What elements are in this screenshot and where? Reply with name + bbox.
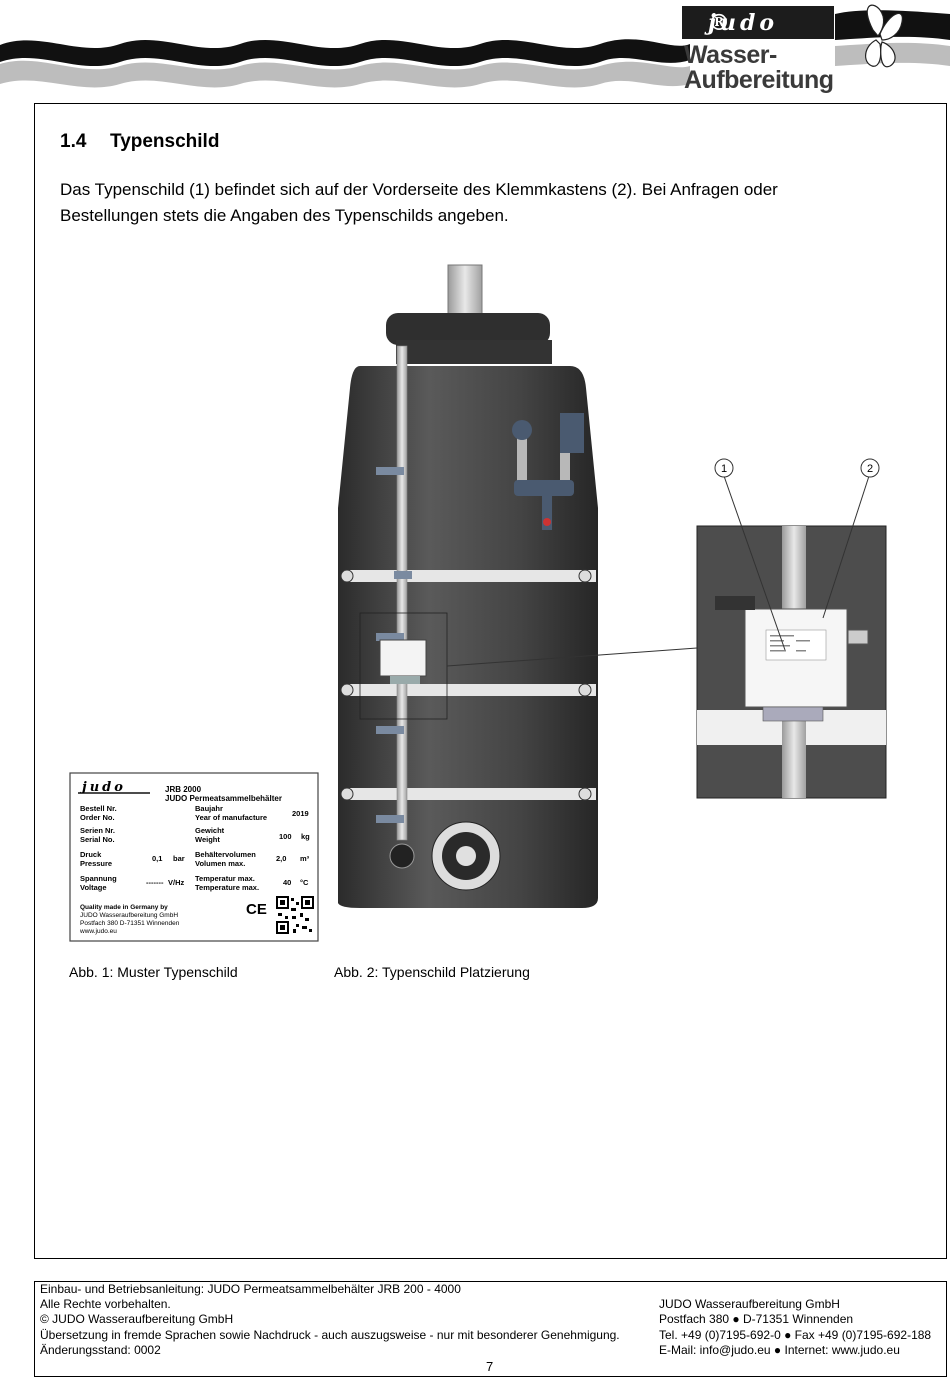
plate-model: JRB 2000: [165, 785, 202, 794]
plate-r1-unit: kg: [301, 832, 310, 841]
tank-drawing: [338, 264, 598, 908]
intro-paragraph: Das Typenschild (1) befindet sich auf de…: [60, 180, 778, 225]
plate-origin-2: JUDO Wasseraufbereitung GmbH: [80, 912, 178, 919]
header-wave-decoration: [0, 4, 950, 88]
footer-right-line-3: Tel. +49 (0)7195-692-0 ● Fax +49 (0)7195…: [659, 1328, 932, 1342]
footer-right-line-2: Postfach 380 ● D-71351 Winnenden: [659, 1312, 854, 1326]
figure-illustration: 1 2 judo JRB 2000 JUDO Permeatsammelbehä…: [69, 264, 887, 942]
footer-left-line-4: Übersetzung in fremde Sprachen sowie Nac…: [40, 1328, 620, 1342]
plate-r2-unit: m³: [300, 854, 310, 863]
footer-left-line-2: Alle Rechte vorbehalten.: [40, 1297, 171, 1311]
caption-figure-2: Abb. 2: Typenschild Platzierung: [334, 964, 530, 980]
footer-left-line-1: Einbau- und Betriebsanleitung: JUDO Perm…: [40, 1282, 461, 1296]
section-title: Typenschild: [110, 131, 220, 152]
brand-line-2: Aufbereitung: [684, 66, 834, 94]
plate-r1-label-en: Serial No.: [80, 835, 115, 844]
plate-origin-3: Postfach 380 D-71351 Winnenden: [80, 920, 180, 927]
plate-origin-1: Quality made in Germany by: [80, 904, 168, 911]
plate-r0-value: 2019: [292, 809, 309, 818]
brand-wordmark: judo ®: [682, 6, 834, 39]
footer-right-line-4: E-Mail: info@judo.eu ● Internet: www.jud…: [659, 1343, 900, 1357]
page-number: 7: [486, 1359, 494, 1374]
plate-r2-left-value: 0,1: [152, 854, 162, 863]
registered-mark: ®: [708, 10, 734, 36]
plate-r3-unit: °C: [300, 878, 309, 887]
content-frame: [34, 103, 947, 1259]
plate-r1-label-de: Serien Nr.: [80, 826, 115, 835]
plate-origin-4: www.judo.eu: [79, 928, 117, 935]
footer-left-line-5: Änderungsstand: 0002: [40, 1343, 161, 1357]
footer-left-line-3: © JUDO Wasseraufbereitung GmbH: [40, 1312, 234, 1326]
section-heading: 1.4 Typenschild: [60, 131, 219, 153]
plate-r0-field-de: Baujahr: [195, 804, 223, 813]
section-number: 1.4: [60, 131, 87, 152]
plate-product: JUDO Permeatsammelbehälter: [165, 794, 282, 803]
brand-logo: judo ® Wasser- Aufbereitung: [682, 6, 834, 94]
plate-logo: judo: [79, 780, 126, 795]
caption-figure-1: Abb. 1: Muster Typenschild: [69, 964, 238, 980]
plate-r0-label-en: Order No.: [80, 813, 115, 822]
type-plate: judo JRB 2000 JUDO Permeatsammelbehälter…: [69, 772, 319, 942]
plate-r0-field-en: Year of manufacture: [195, 813, 267, 822]
plate-r2-label-en: Pressure: [80, 859, 112, 868]
butterfly-icon: [865, 4, 903, 68]
plate-r3-field-en: Temperature max.: [195, 883, 259, 892]
plate-r2-left-unit: bar: [173, 854, 185, 863]
plate-r1-field-de: Gewicht: [195, 826, 225, 835]
detail-panel: [446, 458, 887, 799]
footer-frame: [34, 1281, 947, 1377]
callout-2: 2: [867, 463, 873, 475]
plate-r2-field-en: Volumen max.: [195, 859, 245, 868]
plate-r3-value: 40: [283, 878, 291, 887]
plate-r1-field-en: Weight: [195, 835, 220, 844]
ce-mark: CE: [246, 901, 267, 918]
plate-r3-left-value: -------: [146, 878, 164, 887]
brand-line-1: Wasser-: [684, 41, 777, 69]
plate-r3-label-de: Spannung: [80, 874, 117, 883]
plate-r3-field-de: Temperatur max.: [195, 874, 255, 883]
qr-code-icon: [276, 896, 314, 934]
plate-r2-label-de: Druck: [80, 850, 102, 859]
callout-1: 1: [721, 463, 727, 475]
plate-r2-field-de: Behältervolumen: [195, 850, 256, 859]
plate-r0-label-de: Bestell Nr.: [80, 804, 117, 813]
plate-r3-label-en: Voltage: [80, 883, 107, 892]
plate-r3-left-unit: V/Hz: [168, 878, 185, 887]
plate-r2-value: 2,0: [276, 854, 286, 863]
footer-right-line-1: JUDO Wasseraufbereitung GmbH: [659, 1297, 840, 1311]
brand-logo-text: judo: [708, 10, 779, 36]
plate-r1-value: 100: [279, 832, 292, 841]
